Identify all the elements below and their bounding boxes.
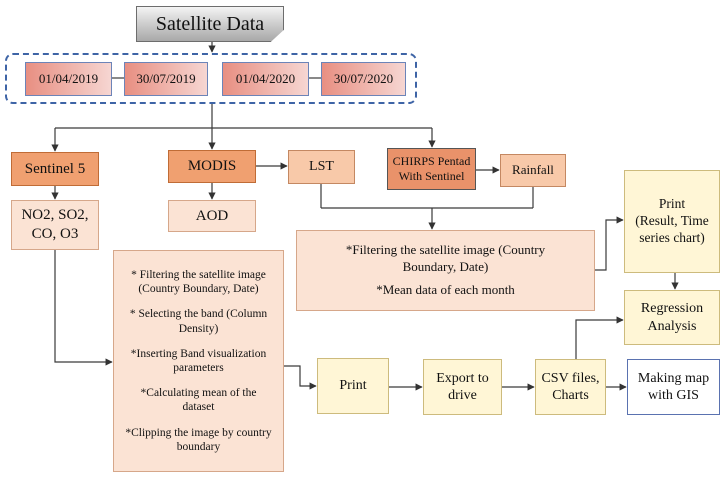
- lst-box: LST: [288, 150, 355, 184]
- date-start-2019: 01/04/2019: [25, 62, 112, 96]
- processing-step: * Selecting the band (Column Density): [129, 308, 268, 335]
- left-processing-box: * Filtering the satellite image (Country…: [113, 250, 284, 472]
- arrow-processing-to-print-result: [595, 216, 624, 271]
- modis-box: MODIS: [168, 150, 256, 183]
- gases-box: NO2, SO2, CO, O3: [11, 200, 99, 250]
- export-to-drive-box: Export to drive: [423, 359, 502, 415]
- date-end-2019: 30/07/2019: [124, 62, 208, 96]
- regression-analysis-box: Regression Analysis: [624, 290, 720, 345]
- making-map-gis-box: Making map with GIS: [627, 359, 720, 415]
- aod-box: AOD: [168, 200, 256, 232]
- processing-step: * Filtering the satellite image (Country…: [131, 268, 266, 296]
- processing-step: *Calculating mean of the dataset: [140, 387, 257, 414]
- satellite-data-title: Satellite Data: [136, 6, 284, 42]
- date-end-2020: 30/07/2020: [321, 62, 406, 96]
- processing-step: *Mean data of each month: [376, 282, 515, 298]
- print-result-box: Print (Result, Time series chart): [624, 170, 720, 273]
- chirps-pentad-box: CHIRPS Pentad With Sentinel: [387, 148, 476, 190]
- date-range-group: [5, 53, 417, 104]
- print-box: Print: [317, 358, 389, 414]
- arrow-gases-to-processing: [54, 250, 113, 366]
- processing-step: *Filtering the satellite image (Country …: [345, 242, 546, 274]
- arrow-processing-to-print: [284, 365, 317, 390]
- processing-step: *Clipping the image by country boundary: [125, 426, 272, 453]
- date-start-2020: 01/04/2020: [222, 62, 309, 96]
- rainfall-box: Rainfall: [500, 154, 566, 187]
- right-processing-box: *Filtering the satellite image (Country …: [296, 230, 595, 311]
- sentinel-5-box: Sentinel 5: [11, 152, 99, 186]
- processing-step: *Inserting Band visualization parameters: [130, 347, 267, 374]
- arrow-csv-to-regression: [575, 316, 624, 359]
- csv-files-charts-box: CSV files, Charts: [535, 359, 606, 415]
